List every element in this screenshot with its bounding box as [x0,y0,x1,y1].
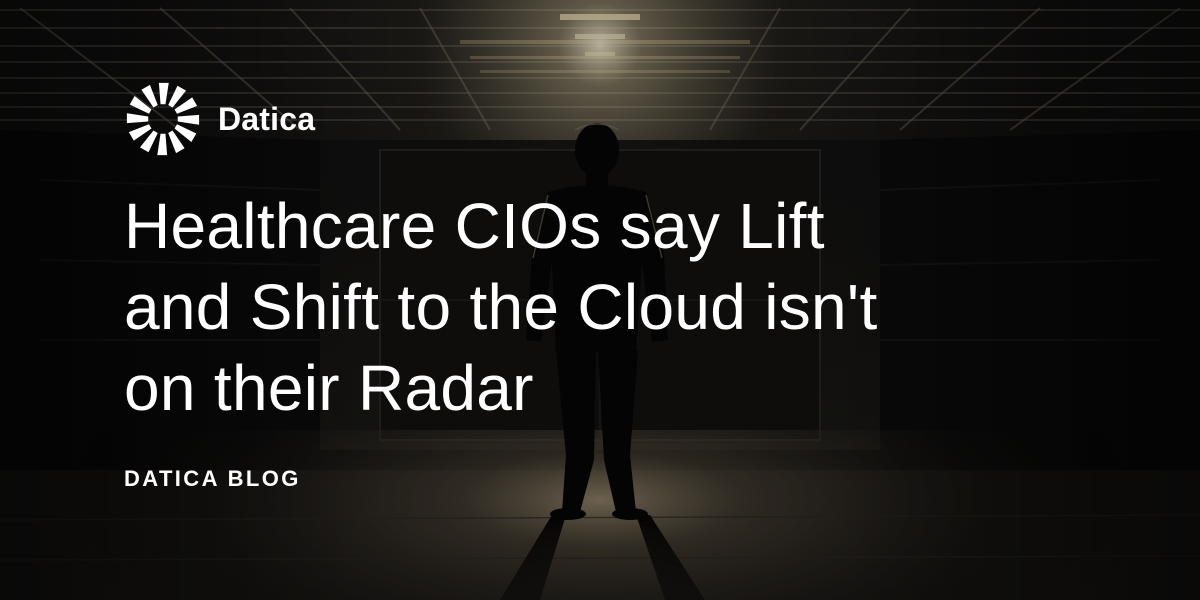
article-title-line: on their Radar [124,352,534,424]
article-title-line: and Shift to the Cloud isn't [124,271,878,343]
article-title: Healthcare CIOs say Lift and Shift to th… [124,186,1124,429]
category-label: DATICA BLOG [124,466,301,491]
article-title-line: Healthcare CIOs say Lift [124,190,825,262]
brand-name: Datica [218,100,316,137]
datica-pinwheel-logo-icon [126,82,200,156]
brand-logo[interactable]: Datica [122,78,315,160]
